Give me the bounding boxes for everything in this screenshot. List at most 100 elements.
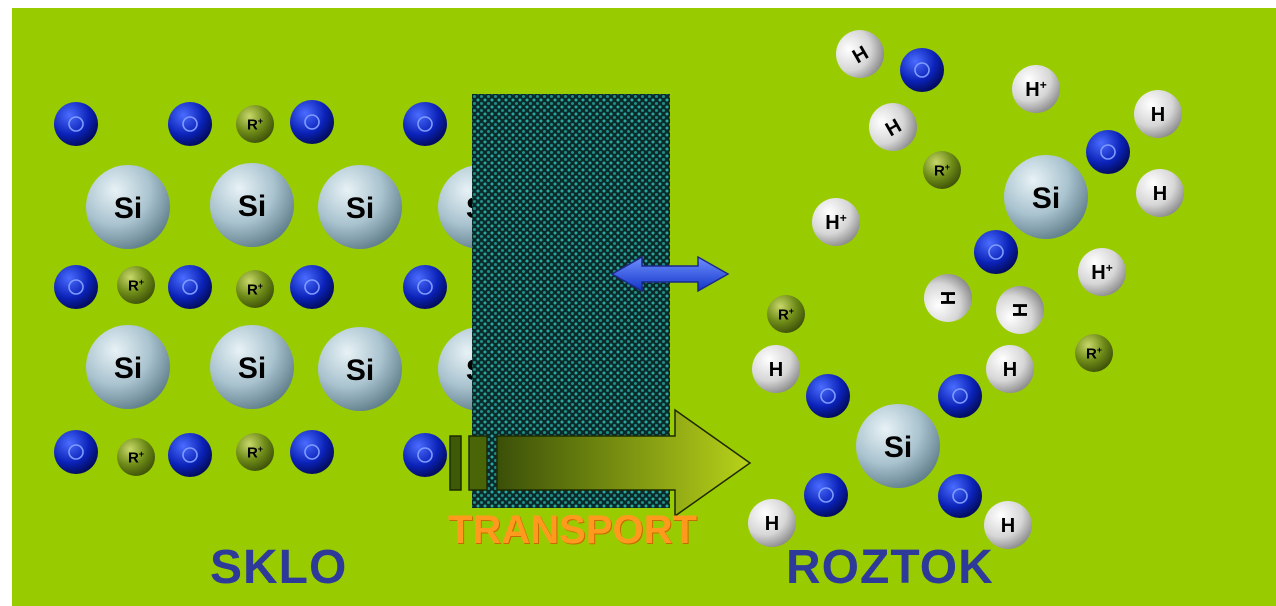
transport-arrow-stripe-2 bbox=[468, 435, 488, 491]
silicon-atom: Si bbox=[86, 325, 170, 409]
cation-r-plus-label: R+ bbox=[128, 277, 144, 294]
cation-r-plus: R+ bbox=[1075, 334, 1113, 372]
oxygen-ring-mark bbox=[304, 114, 320, 130]
oxygen-atom bbox=[974, 230, 1018, 274]
silicon-atom-label: Si bbox=[238, 352, 266, 385]
hydrogen-atom-shape bbox=[752, 345, 800, 393]
oxygen-atom bbox=[290, 265, 334, 309]
oxygen-atom-shape bbox=[54, 430, 98, 474]
cation-r-plus-shape bbox=[1075, 334, 1113, 372]
oxygen-atom bbox=[168, 102, 212, 146]
cation-r-plus: R+ bbox=[236, 270, 274, 308]
oxygen-atom bbox=[290, 430, 334, 474]
hydrogen-atom-label: H bbox=[769, 359, 783, 381]
oxygen-atom-shape bbox=[938, 474, 982, 518]
hydrogen-atom: H bbox=[924, 274, 972, 322]
hydrogen-atom-label: H bbox=[1001, 515, 1015, 537]
hydrogen-atom-label: H bbox=[1151, 104, 1165, 126]
oxygen-atom bbox=[806, 374, 850, 418]
exchange-double-arrow bbox=[610, 255, 730, 293]
oxygen-atom-shape bbox=[168, 102, 212, 146]
silicon-atom: Si bbox=[210, 325, 294, 409]
oxygen-ring-mark bbox=[68, 444, 84, 460]
silicon-atom-shape bbox=[86, 325, 170, 409]
oxygen-atom-shape bbox=[168, 433, 212, 477]
oxygen-atom-shape bbox=[290, 100, 334, 144]
oxygen-ring-mark bbox=[68, 279, 84, 295]
hydrogen-ion-label: H+ bbox=[1025, 78, 1046, 101]
oxygen-atom bbox=[168, 433, 212, 477]
silicon-atom-shape bbox=[318, 165, 402, 249]
cation-r-plus-label: R+ bbox=[247, 444, 263, 461]
oxygen-atom bbox=[403, 433, 447, 477]
silicon-atom: Si bbox=[856, 404, 940, 488]
oxygen-ring-mark bbox=[952, 488, 968, 504]
hydrogen-ion-shape bbox=[1078, 248, 1126, 296]
oxygen-atom-shape bbox=[403, 433, 447, 477]
atoms-back-layer: R+SiSiSiSiR+R+SiSiSiSiR+R+ bbox=[54, 100, 522, 477]
silicon-atom-label: Si bbox=[114, 352, 142, 385]
oxygen-ring-mark bbox=[952, 388, 968, 404]
cation-r-plus: R+ bbox=[767, 295, 805, 333]
silicon-atom: Si bbox=[210, 163, 294, 247]
oxygen-atom bbox=[168, 265, 212, 309]
silicon-atom: Si bbox=[1004, 155, 1088, 239]
hydrogen-atom-shape bbox=[1136, 169, 1184, 217]
oxygen-atom bbox=[54, 102, 98, 146]
hydrogen-atom-shape bbox=[986, 345, 1034, 393]
hydrogen-atom-shape bbox=[869, 103, 917, 151]
silicon-atom-label: Si bbox=[346, 192, 374, 225]
oxygen-atom-shape bbox=[54, 265, 98, 309]
transport-arrow-body bbox=[496, 408, 752, 518]
oxygen-atom bbox=[54, 430, 98, 474]
oxygen-ring-mark bbox=[1100, 144, 1116, 160]
label-transport: TRANSPORT bbox=[448, 508, 697, 552]
oxygen-atom-shape bbox=[938, 374, 982, 418]
hydrogen-atom-label: H bbox=[938, 291, 960, 305]
cation-r-plus-label: R+ bbox=[128, 449, 144, 466]
silicon-atom-shape bbox=[210, 325, 294, 409]
silicon-atom-shape bbox=[210, 163, 294, 247]
hydrogen-atom: H bbox=[986, 345, 1034, 393]
hydrogen-atom-shape bbox=[924, 274, 972, 322]
silicon-atom: Si bbox=[86, 165, 170, 249]
silicon-atom-label: Si bbox=[884, 431, 912, 464]
oxygen-atom-shape bbox=[54, 102, 98, 146]
oxygen-atom bbox=[290, 100, 334, 144]
oxygen-ring-mark bbox=[182, 279, 198, 295]
oxygen-ring-mark bbox=[304, 444, 320, 460]
cation-r-plus: R+ bbox=[923, 151, 961, 189]
cation-r-plus-shape bbox=[236, 105, 274, 143]
silicon-atom-shape bbox=[86, 165, 170, 249]
hydrogen-atom: H bbox=[869, 103, 917, 151]
hydrogen-atom: H bbox=[748, 499, 796, 547]
hydrogen-ion-shape bbox=[812, 198, 860, 246]
hydrogen-atom: H bbox=[1134, 90, 1182, 138]
silicon-atom: Si bbox=[318, 165, 402, 249]
silicon-atom-shape bbox=[1004, 155, 1088, 239]
hydrogen-atom-label: H bbox=[1010, 303, 1032, 317]
hydrogen-atom-label: H bbox=[1003, 359, 1017, 381]
cation-r-plus-label: R+ bbox=[778, 306, 794, 323]
silicon-atom-label: Si bbox=[346, 354, 374, 387]
oxygen-atom-shape bbox=[290, 430, 334, 474]
hydrogen-ion: H+ bbox=[1078, 248, 1126, 296]
cation-r-plus-shape bbox=[117, 266, 155, 304]
oxygen-ring-mark bbox=[417, 447, 433, 463]
oxygen-atom-shape bbox=[290, 265, 334, 309]
cation-r-plus-label: R+ bbox=[247, 116, 263, 133]
oxygen-atom bbox=[403, 102, 447, 146]
oxygen-atom-shape bbox=[403, 102, 447, 146]
cation-r-plus-shape bbox=[767, 295, 805, 333]
oxygen-atom-shape bbox=[804, 473, 848, 517]
cation-r-plus: R+ bbox=[117, 438, 155, 476]
cation-r-plus-label: R+ bbox=[934, 162, 950, 179]
hydrogen-ion-shape bbox=[1012, 65, 1060, 113]
cation-r-plus-label: R+ bbox=[1086, 345, 1102, 362]
hydrogen-ion-label: H+ bbox=[1091, 261, 1112, 284]
hydrogen-atom-shape bbox=[748, 499, 796, 547]
silicon-atom-shape bbox=[318, 327, 402, 411]
oxygen-atom-shape bbox=[168, 265, 212, 309]
oxygen-ring-mark bbox=[417, 116, 433, 132]
